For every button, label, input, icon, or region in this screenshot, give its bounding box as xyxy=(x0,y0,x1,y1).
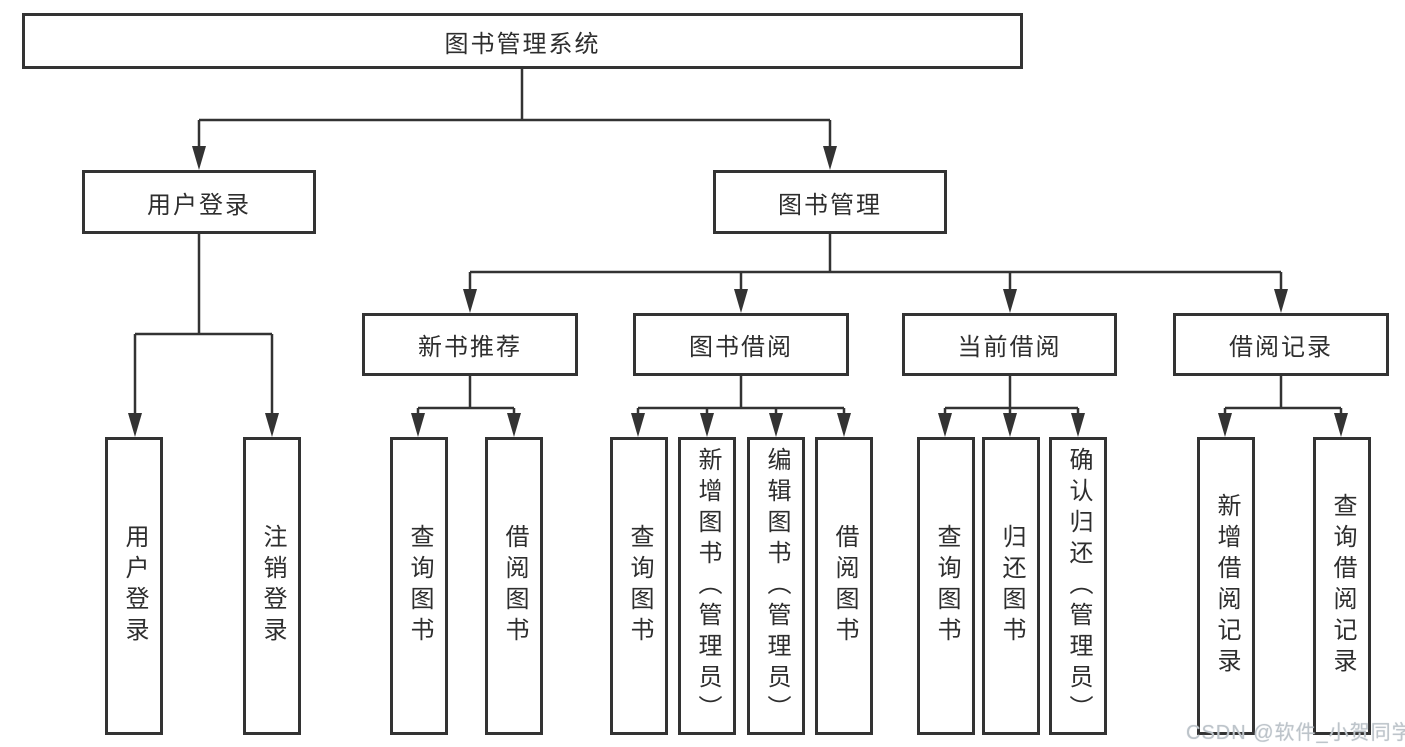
leaf-return-book: 归还图书 xyxy=(982,437,1040,735)
leaf-query-borrow-record-label: 查询借阅记录 xyxy=(1329,493,1356,679)
leaf-query-book-recommend-label: 查询图书 xyxy=(406,524,433,648)
leaf-edit-book-admin-label: 编辑图书（管理员） xyxy=(763,446,790,726)
node-root-system: 图书管理系统 xyxy=(22,13,1023,69)
leaf-borrow-book-borrowing: 借阅图书 xyxy=(815,437,873,735)
leaf-logout: 注销登录 xyxy=(243,437,301,735)
arrowheads xyxy=(128,146,1348,437)
leaf-query-book-borrowing-label: 查询图书 xyxy=(626,524,653,648)
leaf-query-book-borrowing: 查询图书 xyxy=(610,437,668,735)
leaf-user-login-label: 用户登录 xyxy=(121,524,148,648)
leaf-add-book-admin-label: 新增图书（管理员） xyxy=(694,446,721,726)
node-user-login: 用户登录 xyxy=(82,170,316,234)
leaf-borrow-book-recommend-label: 借阅图书 xyxy=(501,524,528,648)
node-book-borrowing: 图书借阅 xyxy=(633,313,849,376)
node-current-borrowing: 当前借阅 xyxy=(902,313,1117,376)
csdn-watermark: CSDN @软件_小贺同学 xyxy=(1186,722,1405,744)
node-book-borrowing-label: 图书借阅 xyxy=(689,334,793,361)
leaf-query-book-current: 查询图书 xyxy=(917,437,975,735)
leaf-query-borrow-record: 查询借阅记录 xyxy=(1313,437,1371,735)
node-book-management: 图书管理 xyxy=(713,170,947,234)
leaf-add-book-admin: 新增图书（管理员） xyxy=(678,437,736,735)
node-borrowing-records: 借阅记录 xyxy=(1173,313,1389,376)
node-new-book-recommend: 新书推荐 xyxy=(362,313,578,376)
leaf-return-book-label: 归还图书 xyxy=(998,524,1025,648)
node-book-management-label: 图书管理 xyxy=(778,191,882,219)
leaf-confirm-return-admin: 确认归还（管理员） xyxy=(1049,437,1107,735)
leaf-add-borrow-record-label: 新增借阅记录 xyxy=(1213,493,1240,679)
leaf-logout-label: 注销登录 xyxy=(259,524,286,648)
node-borrowing-records-label: 借阅记录 xyxy=(1229,334,1333,361)
leaf-confirm-return-admin-label: 确认归还（管理员） xyxy=(1065,446,1092,726)
leaf-borrow-book-recommend: 借阅图书 xyxy=(485,437,543,735)
leaf-query-book-recommend: 查询图书 xyxy=(390,437,448,735)
node-new-book-recommend-label: 新书推荐 xyxy=(418,334,522,361)
node-root-system-label: 图书管理系统 xyxy=(444,30,601,58)
leaf-add-borrow-record: 新增借阅记录 xyxy=(1197,437,1255,735)
leaf-borrow-book-borrowing-label: 借阅图书 xyxy=(831,524,858,648)
node-current-borrowing-label: 当前借阅 xyxy=(957,334,1062,361)
leaf-edit-book-admin: 编辑图书（管理员） xyxy=(747,437,805,735)
node-user-login-label: 用户登录 xyxy=(147,191,251,219)
leaf-query-book-current-label: 查询图书 xyxy=(933,524,960,648)
leaf-user-login: 用户登录 xyxy=(105,437,163,735)
